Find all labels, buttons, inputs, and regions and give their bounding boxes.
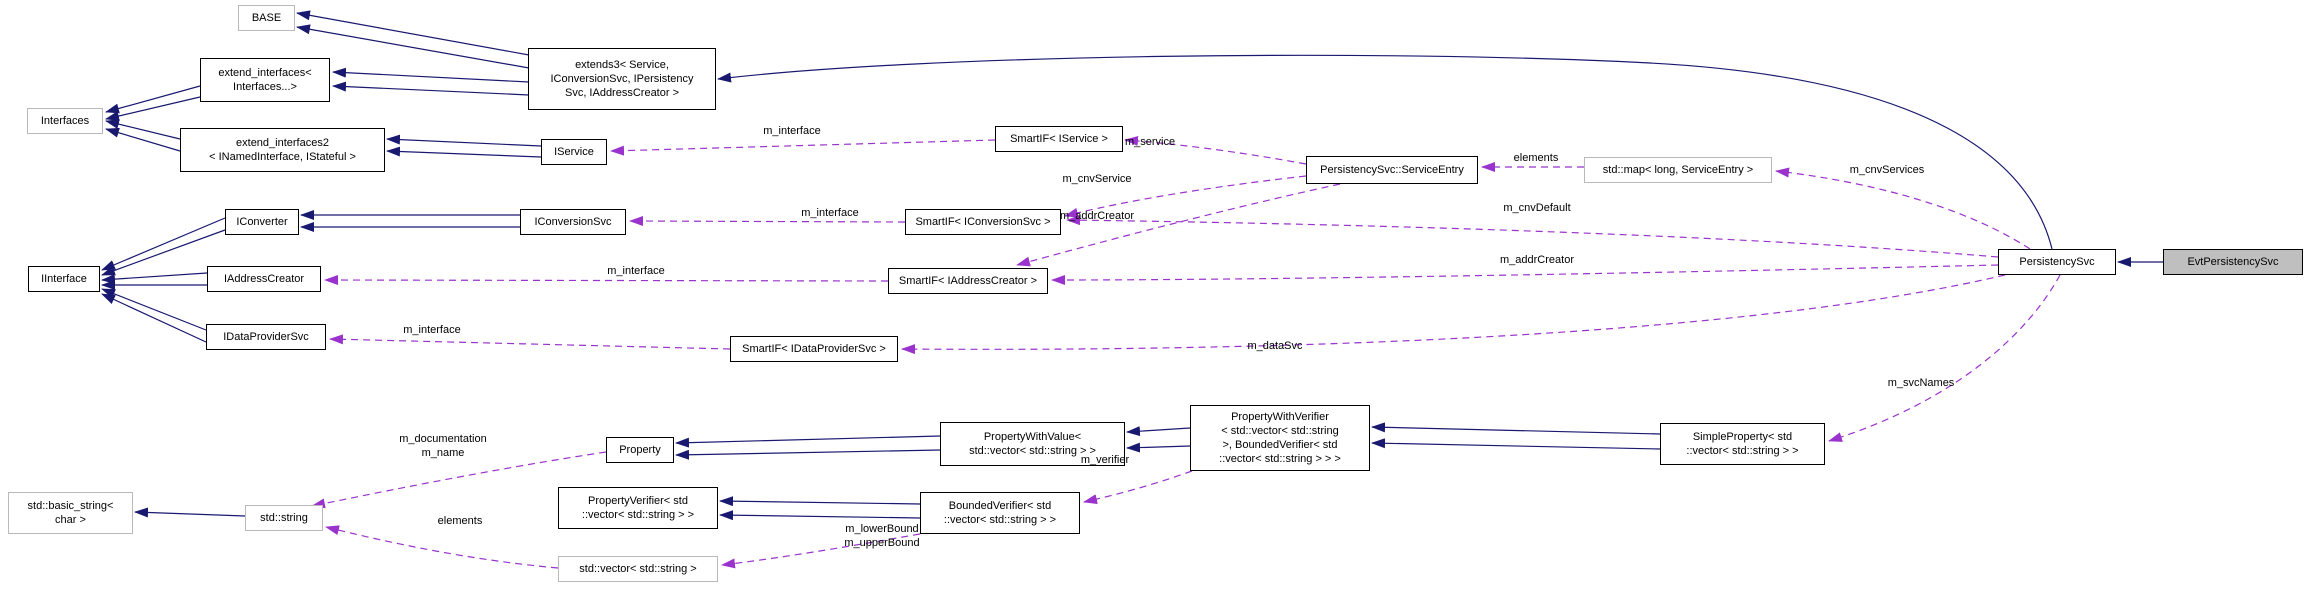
edge-persistencysvc-to-extends3 <box>717 54 2053 250</box>
edge-label-m-svcnames: m_svcNames <box>1887 377 1955 389</box>
edge-iservice-to-extendinterfaces2-2 <box>386 146 542 158</box>
node-interfaces: Interfaces <box>27 108 103 134</box>
node-persistencysvc-serviceentry[interactable]: PersistencySvc::ServiceEntry <box>1306 156 1478 184</box>
edge-label-m-interface-idataprovidersvc: m_interface <box>403 324 461 336</box>
node-extends3[interactable]: extends3< Service, IConversionSvc, IPers… <box>528 48 716 110</box>
edge-iconverter-to-iinterface-2 <box>101 229 226 276</box>
edge-label-m-addrcreator-entry: m_addrCreator <box>1060 210 1134 222</box>
edge-smartifiaddresscreator-to-iaddresscreator <box>324 275 889 286</box>
edge-iservice-to-extendinterfaces2-1 <box>386 134 542 147</box>
edge-label-m-service: m_service <box>1124 136 1176 148</box>
node-propertywithverifier[interactable]: PropertyWithVerifier < std::vector< std:… <box>1190 405 1370 471</box>
edge-smartifidataprovidersvc-to-idataprovidersvc <box>329 334 731 350</box>
edge-boundedverifier-to-propertyverifier-1 <box>719 496 921 507</box>
node-std-string: std::string <box>245 505 323 531</box>
edge-label-m-cnvdefault: m_cnvDefault <box>1503 202 1571 214</box>
node-idataprovidersvc[interactable]: IDataProviderSvc <box>206 324 326 350</box>
edge-stdstring-to-basicstring <box>134 507 246 518</box>
node-std-basic-string: std::basic_string< char > <box>8 492 133 534</box>
edge-extends3-to-base-1 <box>296 10 530 56</box>
edge-extends3-to-extendinterfaces-2 <box>332 81 530 96</box>
edge-label-m-interface-iservice: m_interface <box>763 125 821 137</box>
edge-property-to-stdstring <box>311 451 607 509</box>
edge-smartificonversionsvc-to-iconversionsvc <box>629 216 906 227</box>
edge-label-m-documentation-m-name: m_documentation m_name <box>399 433 487 459</box>
edge-smartifiservice-to-iservice <box>610 139 996 156</box>
edge-serviceentry-to-smartifiaddresscreator <box>1016 183 1341 267</box>
edge-label-m-datasvc: m_dataSvc <box>1247 340 1303 352</box>
usage-edges <box>311 135 2061 569</box>
edge-label-m-interface-iaddresscreator: m_interface <box>607 265 665 277</box>
node-smartif-idataprovidersvc[interactable]: SmartIF< IDataProviderSvc > <box>730 336 898 362</box>
node-extend-interfaces[interactable]: extend_interfaces< Interfaces...> <box>200 58 330 102</box>
edge-propertywithverifier-to-boundedverifier <box>1083 470 1193 505</box>
edge-serviceentry-to-smartifiservice <box>1124 135 1307 165</box>
inheritance-edges <box>101 10 2163 521</box>
edge-extendinterfaces-to-interfaces-1 <box>105 85 201 114</box>
edge-label-elements-vector: elements <box>437 515 483 527</box>
edge-persistencysvc-to-stdmap <box>1775 167 2031 250</box>
edge-label-m-interface-iconversionsvc: m_interface <box>801 207 859 219</box>
edge-persistencysvc-to-smartifidataprovidersvc <box>901 274 2006 355</box>
edge-propertywithverifier-to-propertywithvalue-1 <box>1126 426 1191 437</box>
edge-persistencysvc-to-simpleproperty <box>1828 274 2061 442</box>
edge-extends3-to-extendinterfaces-1 <box>332 67 530 83</box>
edge-boundedverifier-to-propertyverifier-2 <box>719 510 921 521</box>
node-property[interactable]: Property <box>606 437 674 463</box>
node-propertywithvalue[interactable]: PropertyWithValue< std::vector< std::str… <box>940 422 1125 466</box>
edge-extendinterfaces2-to-interfaces-2 <box>105 127 181 152</box>
edge-iaddresscreator-to-iinterface-1 <box>101 272 208 285</box>
edge-label-m-addrcreator-psvc: m_addrCreator <box>1500 254 1574 266</box>
edge-iconverter-to-iinterface-1 <box>101 217 226 271</box>
edge-extendinterfaces-to-interfaces-2 <box>105 96 201 121</box>
node-smartif-iconversionsvc[interactable]: SmartIF< IConversionSvc > <box>905 209 1061 235</box>
node-stdmap-long-serviceentry: std::map< long, ServiceEntry > <box>1584 157 1772 183</box>
node-iinterface[interactable]: IInterface <box>28 266 100 292</box>
node-iservice[interactable]: IService <box>541 139 607 165</box>
node-evtpersistencysvc: EvtPersistencySvc <box>2163 249 2303 275</box>
node-iaddresscreator[interactable]: IAddressCreator <box>207 266 321 292</box>
node-simpleproperty[interactable]: SimpleProperty< std ::vector< std::strin… <box>1660 423 1825 465</box>
edge-label-m-lowerbound-m-upperbound: m_lowerBound m_upperBound <box>844 523 920 549</box>
edge-extends3-to-base-2 <box>296 24 530 69</box>
edge-persistencysvc-to-smartificonversionsvc <box>1066 215 1999 258</box>
edge-label-m-cnvservice: m_cnvService <box>1062 173 1132 185</box>
edge-label-elements-map: elements <box>1513 152 1559 164</box>
node-extend-interfaces2[interactable]: extend_interfaces2 < INamedInterface, IS… <box>180 128 385 172</box>
edge-propertywithverifier-to-propertywithvalue-2 <box>1126 442 1191 453</box>
edge-persistencysvc-to-smartifiaddresscreator <box>1051 264 1999 285</box>
node-persistencysvc[interactable]: PersistencySvc <box>1998 249 2116 275</box>
node-iconversionsvc[interactable]: IConversionSvc <box>520 209 626 235</box>
edge-simpleproperty-to-propertywithverifier-1 <box>1371 422 1661 435</box>
node-smartif-iaddresscreator[interactable]: SmartIF< IAddressCreator > <box>888 268 1048 294</box>
edge-simpleproperty-to-propertywithverifier-2 <box>1371 438 1661 450</box>
edge-boundedverifier-to-stdvector <box>721 533 921 569</box>
edge-extendinterfaces2-to-interfaces-1 <box>105 119 181 140</box>
edge-label-m-cnvservices: m_cnvServices <box>1849 164 1925 176</box>
edge-serviceentry-to-smartificonversionsvc <box>1064 175 1307 218</box>
edge-propertywithvalue-to-property-1 <box>675 435 941 448</box>
edge-label-m-verifier: m_verifier <box>1080 454 1130 466</box>
edge-idataprovidersvc-to-iinterface-2 <box>101 293 207 343</box>
node-stdvector-stdstring: std::vector< std::string > <box>558 556 718 582</box>
node-base: BASE <box>238 5 295 31</box>
edge-stdvector-to-stdstring <box>325 525 559 569</box>
node-smartif-iservice[interactable]: SmartIF< IService > <box>995 126 1123 152</box>
node-propertyverifier[interactable]: PropertyVerifier< std ::vector< std::str… <box>558 487 718 529</box>
node-iconverter[interactable]: IConverter <box>225 209 299 235</box>
node-boundedverifier[interactable]: BoundedVerifier< std ::vector< std::stri… <box>920 492 1080 534</box>
edge-idataprovidersvc-to-iinterface-1 <box>101 288 207 331</box>
edge-propertywithvalue-to-property-2 <box>675 449 941 460</box>
